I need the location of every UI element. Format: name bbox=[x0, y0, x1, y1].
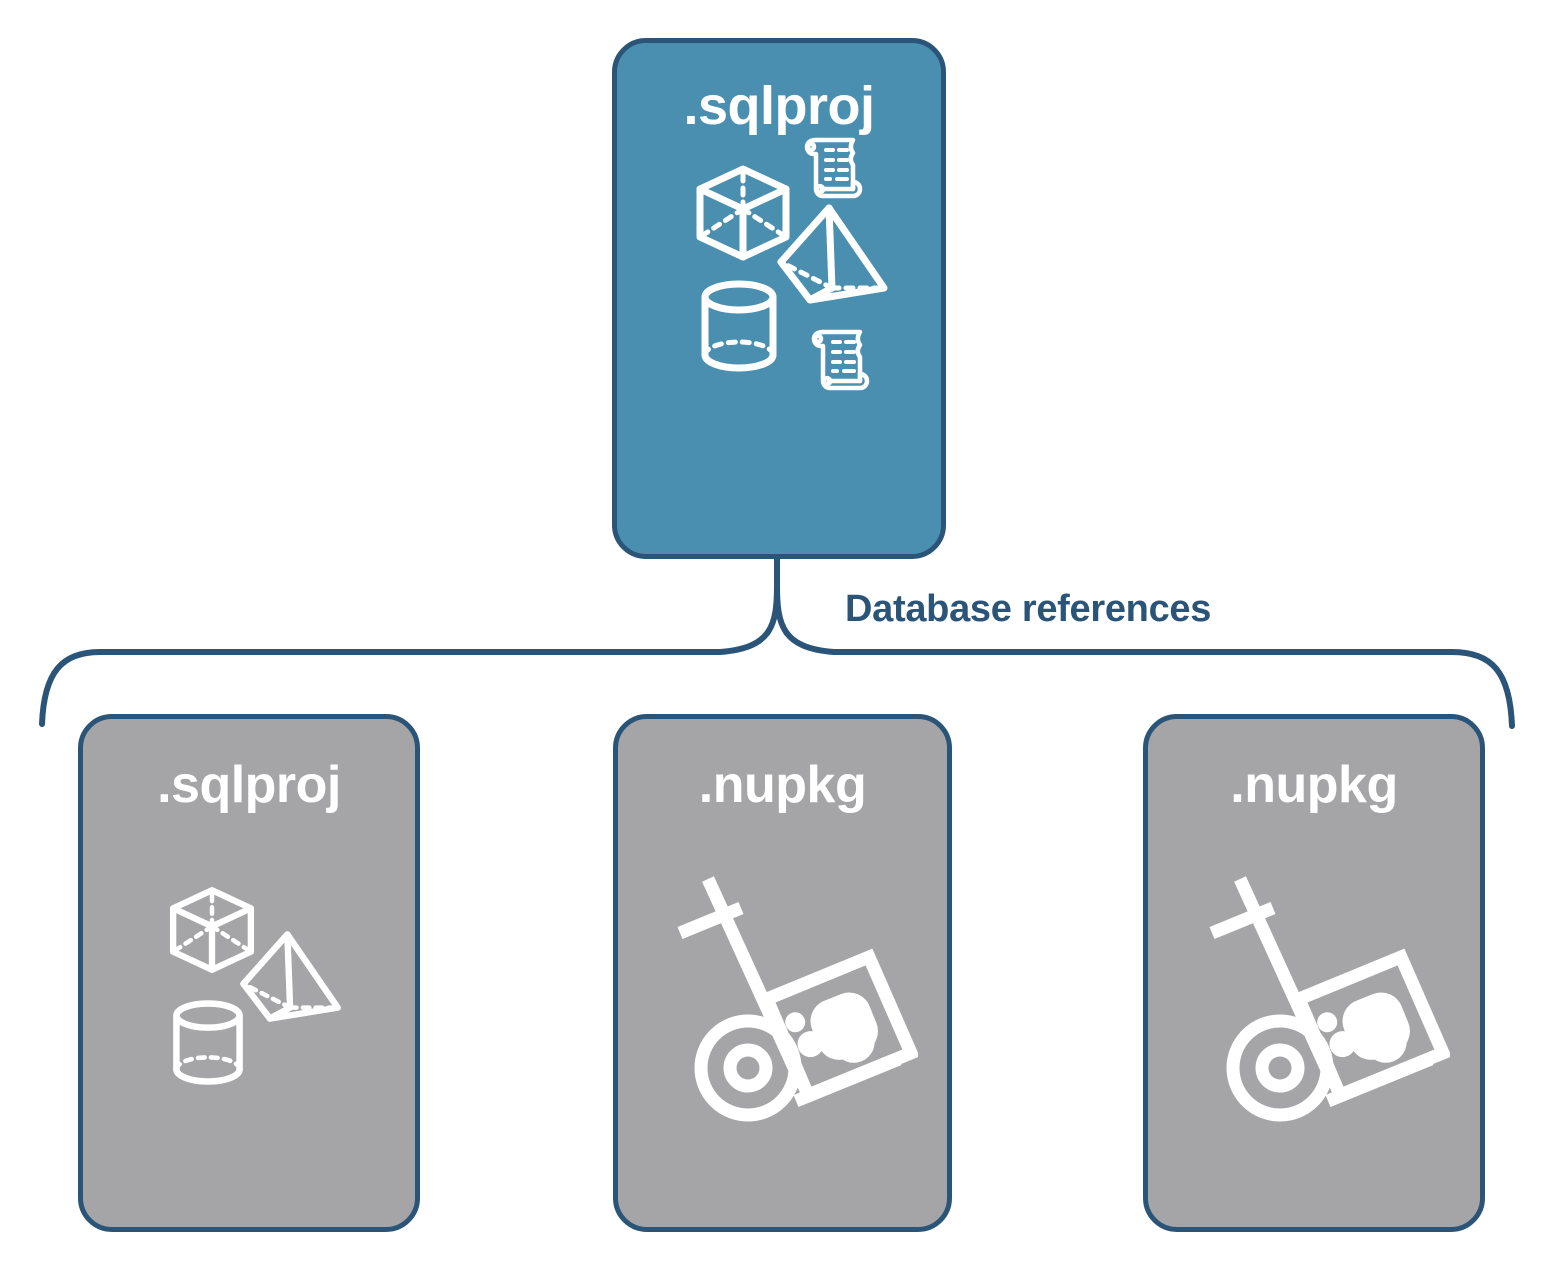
cylinder-icon bbox=[701, 280, 777, 372]
pyramid-icon bbox=[777, 204, 888, 304]
node-root-icon-area bbox=[617, 133, 941, 554]
pyramid-icon bbox=[240, 931, 341, 1022]
cylinder-icon bbox=[173, 1000, 243, 1085]
node-root-sqlproj[interactable]: .sqlproj bbox=[612, 38, 946, 559]
node-reference-nupkg-2[interactable]: .nupkg bbox=[1143, 714, 1485, 1232]
cube-icon bbox=[169, 887, 255, 973]
node-root-sqlproj-label: .sqlproj bbox=[683, 76, 875, 136]
node-reference-nupkg-1-label: .nupkg bbox=[698, 756, 867, 814]
hand-truck-package-icon bbox=[677, 876, 918, 1122]
script-scroll-icon bbox=[811, 329, 870, 391]
cube-icon bbox=[696, 165, 790, 261]
script-scroll-icon bbox=[804, 137, 863, 199]
node-reference-sqlproj-label: .sqlproj bbox=[157, 756, 341, 814]
node-reference-sqlproj-icon-area bbox=[83, 811, 415, 1227]
hand-truck-package-icon bbox=[1209, 876, 1450, 1122]
node-reference-nupkg-1[interactable]: .nupkg bbox=[613, 714, 952, 1232]
node-reference-nupkg-2-label: .nupkg bbox=[1230, 756, 1398, 814]
node-reference-nupkg-1-icon-area bbox=[618, 811, 947, 1227]
node-reference-nupkg-2-icon-area bbox=[1148, 811, 1480, 1227]
brace-label: Database references bbox=[845, 588, 1212, 630]
node-reference-sqlproj[interactable]: .sqlproj bbox=[78, 714, 420, 1232]
